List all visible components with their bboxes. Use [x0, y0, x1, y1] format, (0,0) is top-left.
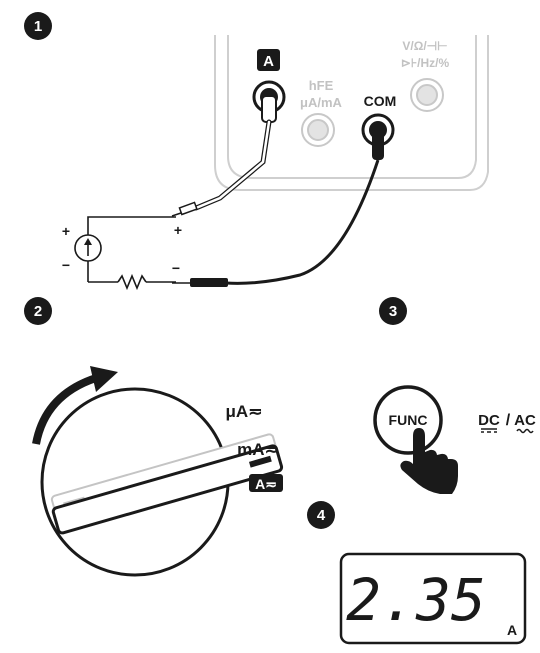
jack-hfe-label-line1: hFE — [309, 78, 334, 93]
probe-minus-label: − — [172, 260, 180, 276]
current-source-icon — [74, 234, 102, 262]
probe-plus-label: + — [174, 222, 182, 238]
jack-a-label: A — [263, 53, 274, 70]
func-button[interactable]: FUNC — [373, 385, 443, 455]
negative-test-lead — [172, 159, 380, 287]
jack-hfe-label-line2: μA/mA — [300, 95, 343, 110]
jack-v-label-line1: V/Ω/⊣⊢ — [402, 39, 447, 53]
step-1-number: 1 — [34, 18, 42, 35]
dc-label: DC — [478, 412, 500, 429]
dc-ac-separator: / — [506, 412, 511, 429]
jack-a-socket — [252, 80, 286, 123]
step-2-badge: 2 — [24, 297, 52, 325]
range-ma-label: mA≂ — [237, 440, 279, 459]
jack-a-badge: A — [257, 49, 280, 71]
source-plus-label: + — [62, 223, 70, 239]
func-button-label: FUNC — [389, 412, 428, 428]
step-2-number: 2 — [34, 303, 42, 320]
step-4-badge: 4 — [307, 501, 335, 529]
meter-body — [214, 35, 489, 191]
range-a-badge: A≂ — [249, 474, 283, 492]
source-minus-label: − — [62, 257, 70, 273]
ac-label: AC — [514, 412, 536, 429]
jack-v-socket — [410, 78, 444, 112]
test-circuit — [87, 216, 176, 291]
display-reading: 2.35 — [346, 566, 486, 634]
display-unit: A — [507, 622, 517, 638]
step-3-number: 3 — [389, 303, 397, 320]
step-1-badge: 1 — [24, 12, 52, 40]
range-ua-label: μA≂ — [226, 402, 263, 421]
positive-test-lead — [171, 119, 272, 217]
jack-com-label: COM — [364, 93, 397, 109]
step-3-badge: 3 — [379, 297, 407, 325]
range-a-label: A≂ — [255, 476, 277, 492]
dc-ac-toggle-label: DC / AC — [478, 412, 536, 434]
step-4-number: 4 — [317, 507, 326, 524]
lcd-display: 2.35 A — [339, 552, 527, 645]
pointing-hand-icon — [400, 428, 458, 494]
rotary-dial — [40, 387, 284, 577]
jack-v-label-line2: ⊳⊦/Hz/% — [401, 56, 450, 70]
rotate-arrow-icon — [32, 366, 118, 445]
jack-hfe-socket — [301, 113, 335, 147]
jack-com-socket — [361, 113, 395, 160]
